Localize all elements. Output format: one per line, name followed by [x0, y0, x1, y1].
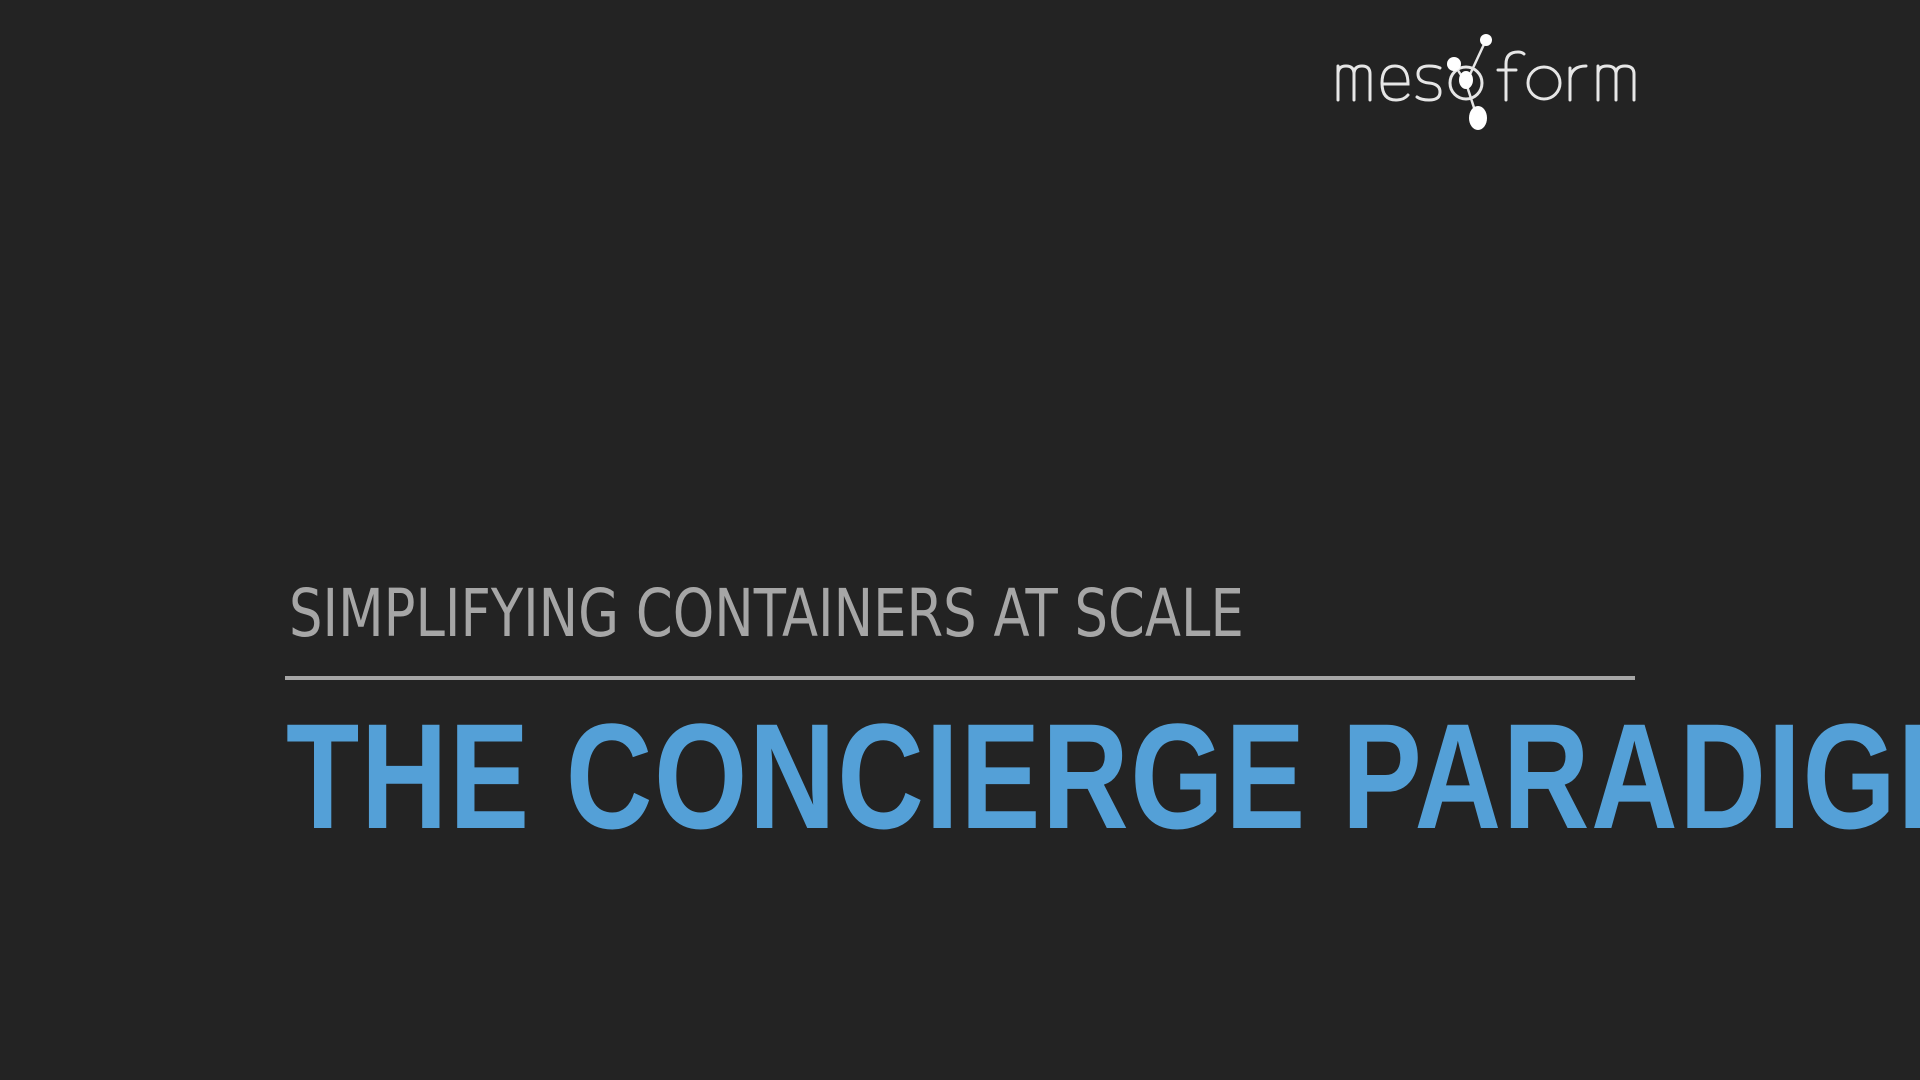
slide-subtitle: SIMPLIFYING CONTAINERS AT SCALE [289, 575, 1244, 652]
mesoform-logo [1328, 28, 1640, 132]
slide-title: THE CONCIERGE PARADIGM [286, 692, 1920, 860]
divider-line [285, 676, 1635, 680]
